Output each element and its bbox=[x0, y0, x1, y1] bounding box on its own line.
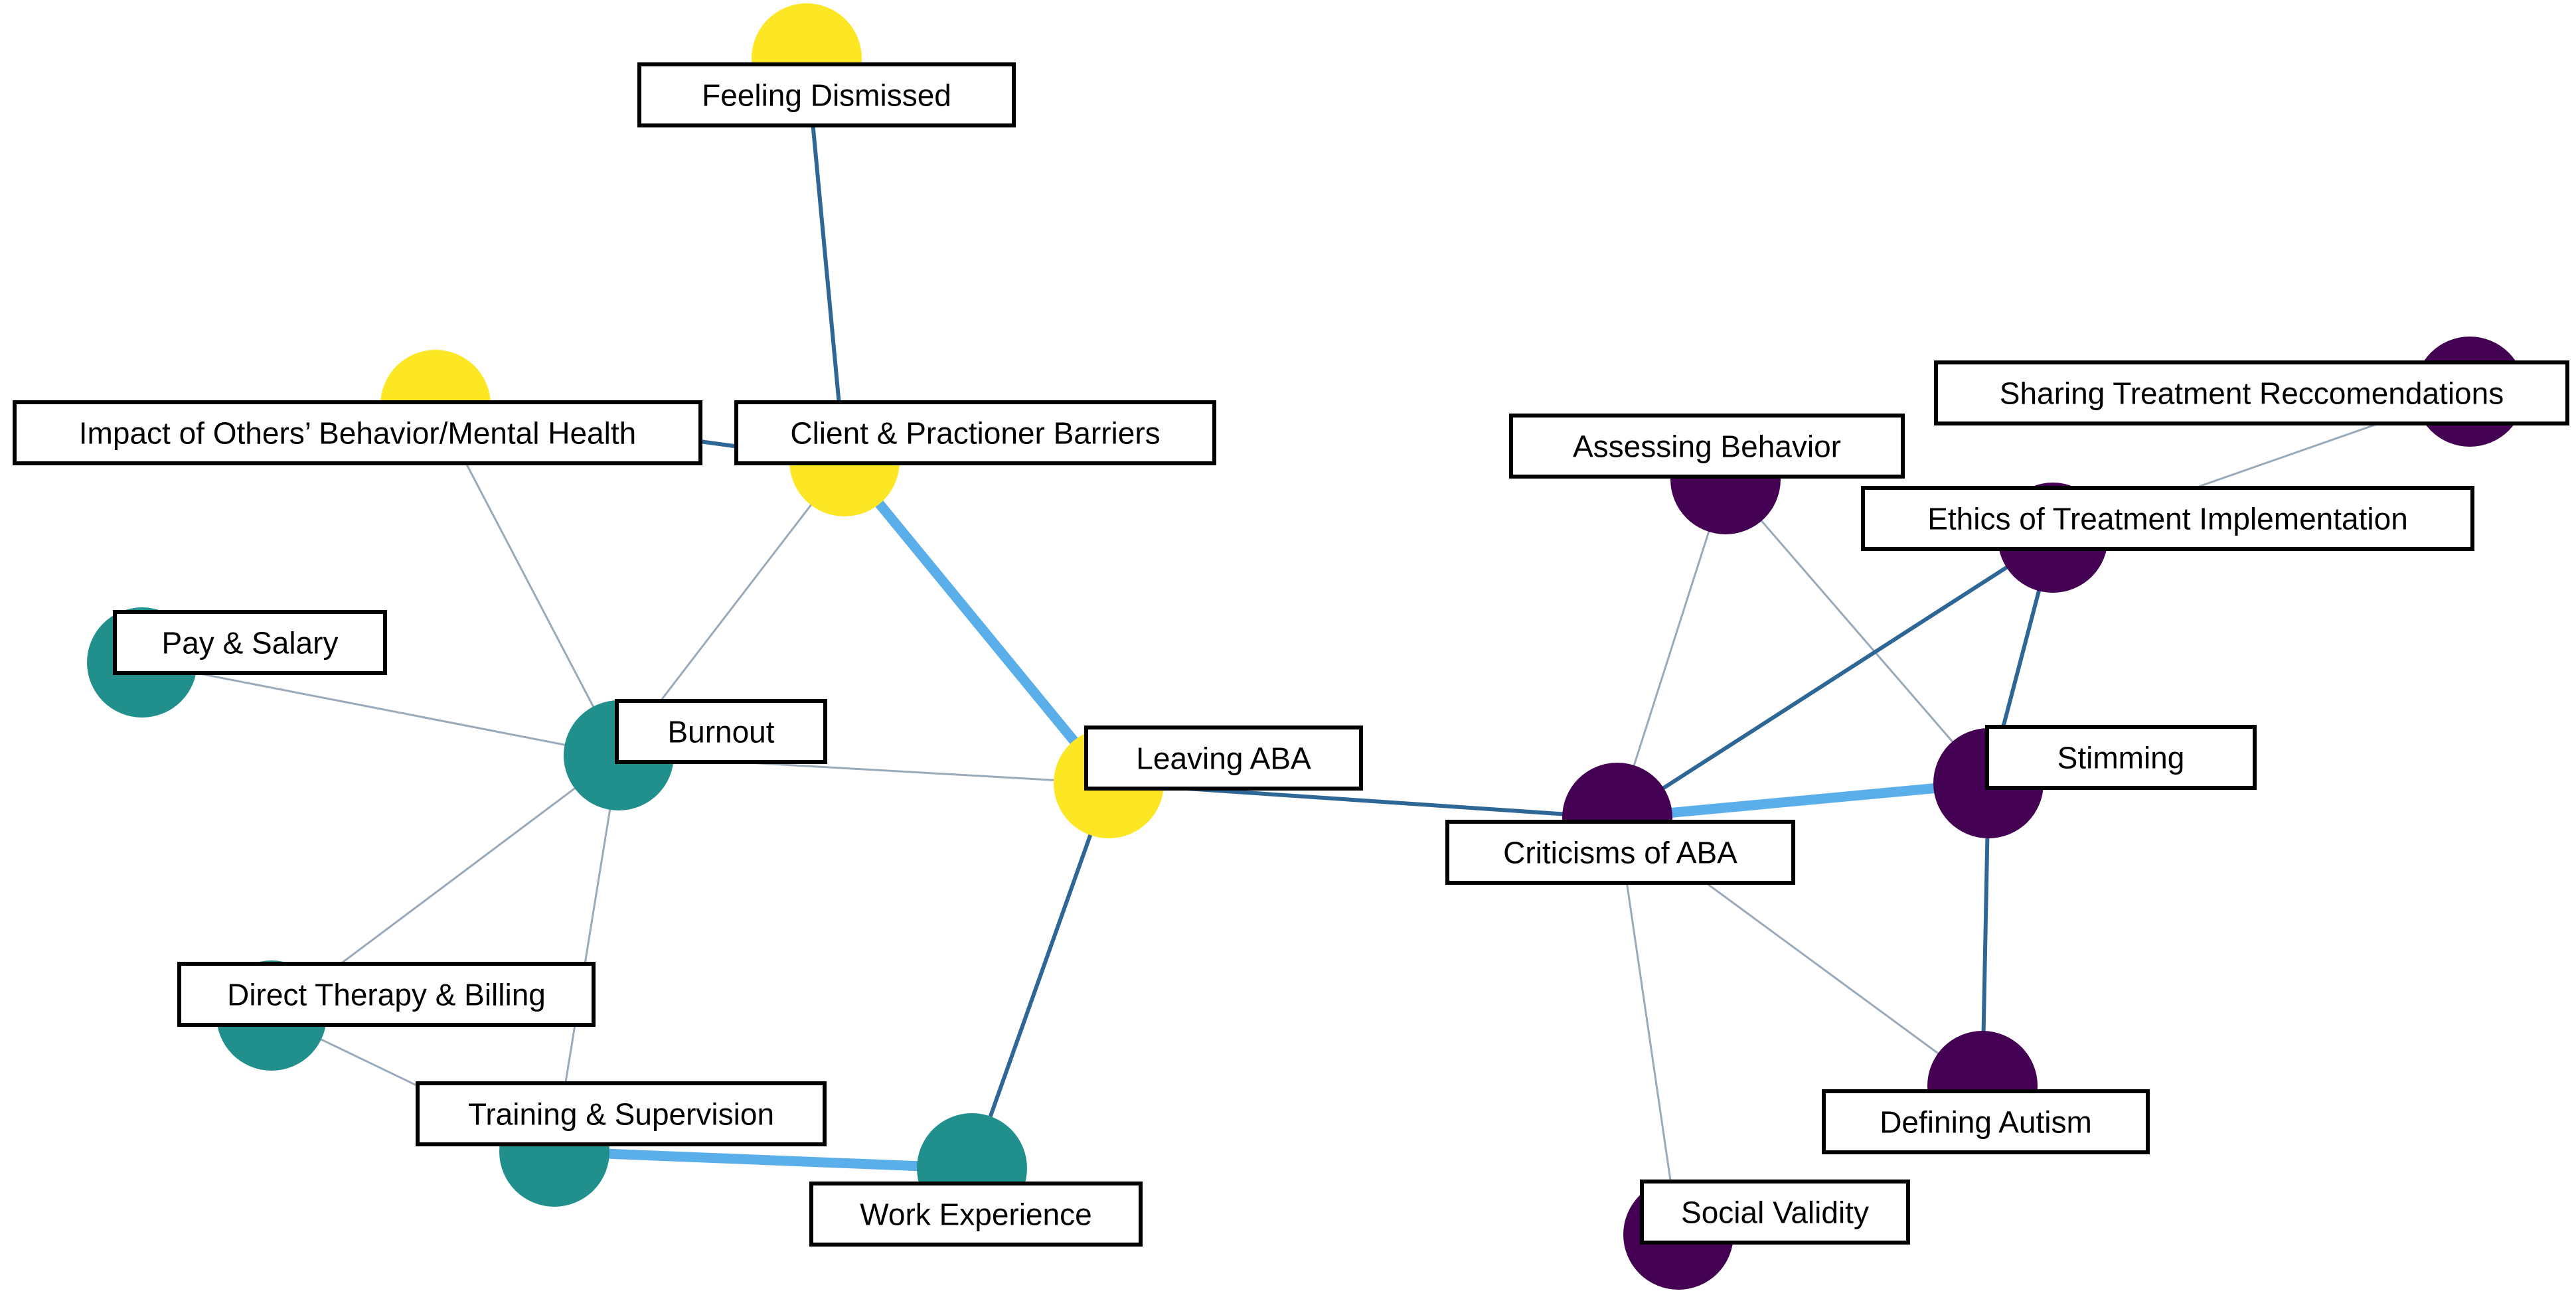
node-label-assessing-behavior: Assessing Behavior bbox=[1509, 414, 1905, 479]
edge-assessing-behavior-to-criticisms-aba bbox=[1616, 478, 1727, 819]
label-text: Assessing Behavior bbox=[1573, 429, 1841, 464]
node-label-feeling-dismissed: Feeling Dismissed bbox=[637, 62, 1016, 127]
label-box bbox=[113, 610, 387, 675]
node-label-client-practioner: Client & Practioner Barriers bbox=[734, 400, 1216, 465]
label-text: Impact of Others’ Behavior/Mental Health bbox=[79, 416, 636, 451]
node-label-stimming: Stimming bbox=[1985, 725, 2257, 790]
node-label-direct-therapy: Direct Therapy & Billing bbox=[177, 962, 596, 1027]
edge-pay-salary-to-burnout bbox=[141, 661, 620, 757]
node-label-work-experience: Work Experience bbox=[809, 1182, 1143, 1247]
label-text: Criticisms of ABA bbox=[1503, 836, 1737, 870]
label-box bbox=[1509, 414, 1905, 479]
label-text: Social Validity bbox=[1681, 1195, 1869, 1230]
node-label-pay-salary: Pay & Salary bbox=[113, 610, 387, 675]
label-box bbox=[1934, 360, 2569, 425]
node-label-burnout: Burnout bbox=[615, 699, 827, 764]
label-text: Stimming bbox=[2057, 741, 2185, 775]
node-label-defining-autism: Defining Autism bbox=[1822, 1089, 2150, 1154]
edge-training-supervision-to-work-experience bbox=[549, 1146, 977, 1174]
node-label-sharing-treatment: Sharing Treatment Reccomendations bbox=[1934, 360, 2569, 425]
label-box bbox=[734, 400, 1216, 465]
label-box bbox=[1445, 820, 1795, 885]
edge-client-practioner-to-leaving-aba bbox=[839, 456, 1114, 789]
label-text: Defining Autism bbox=[1880, 1105, 2092, 1140]
label-text: Burnout bbox=[667, 715, 774, 749]
label-box bbox=[809, 1182, 1143, 1247]
edge-criticisms-aba-to-social-validity bbox=[1616, 816, 1680, 1236]
edge-criticisms-aba-to-stimming bbox=[1612, 778, 1994, 823]
node-label-social-validity: Social Validity bbox=[1640, 1180, 1910, 1245]
label-text: Sharing Treatment Reccomendations bbox=[2000, 376, 2504, 411]
label-box bbox=[1640, 1180, 1910, 1245]
edges-layer bbox=[141, 56, 2471, 1236]
label-box bbox=[1985, 725, 2257, 790]
label-box bbox=[1822, 1089, 2150, 1154]
label-box bbox=[637, 62, 1016, 127]
label-box bbox=[416, 1081, 827, 1146]
label-text: Feeling Dismissed bbox=[702, 78, 951, 113]
node-label-impact-others: Impact of Others’ Behavior/Mental Health bbox=[13, 400, 702, 465]
label-text: Work Experience bbox=[860, 1197, 1091, 1232]
label-text: Pay & Salary bbox=[162, 626, 339, 660]
label-box bbox=[1084, 726, 1363, 791]
node-label-ethics-treatment: Ethics of Treatment Implementation bbox=[1861, 486, 2474, 551]
node-label-leaving-aba: Leaving ABA bbox=[1084, 726, 1363, 791]
label-text: Ethics of Treatment Implementation bbox=[1927, 502, 2408, 536]
edge-ethics-treatment-to-criticisms-aba bbox=[1615, 536, 2055, 820]
label-text: Training & Supervision bbox=[468, 1097, 774, 1132]
label-box bbox=[1861, 486, 2474, 551]
label-box bbox=[13, 400, 702, 465]
node-label-criticisms-aba: Criticisms of ABA bbox=[1445, 820, 1795, 885]
label-box bbox=[177, 962, 596, 1027]
label-text: Client & Practioner Barriers bbox=[790, 416, 1160, 451]
edge-leaving-aba-to-work-experience bbox=[970, 781, 1111, 1170]
edge-assessing-behavior-to-stimming bbox=[1724, 478, 1990, 785]
node-label-training-supervision: Training & Supervision bbox=[416, 1081, 827, 1146]
label-box bbox=[615, 699, 827, 764]
label-text: Leaving ABA bbox=[1136, 741, 1311, 776]
label-text: Direct Therapy & Billing bbox=[227, 978, 546, 1012]
